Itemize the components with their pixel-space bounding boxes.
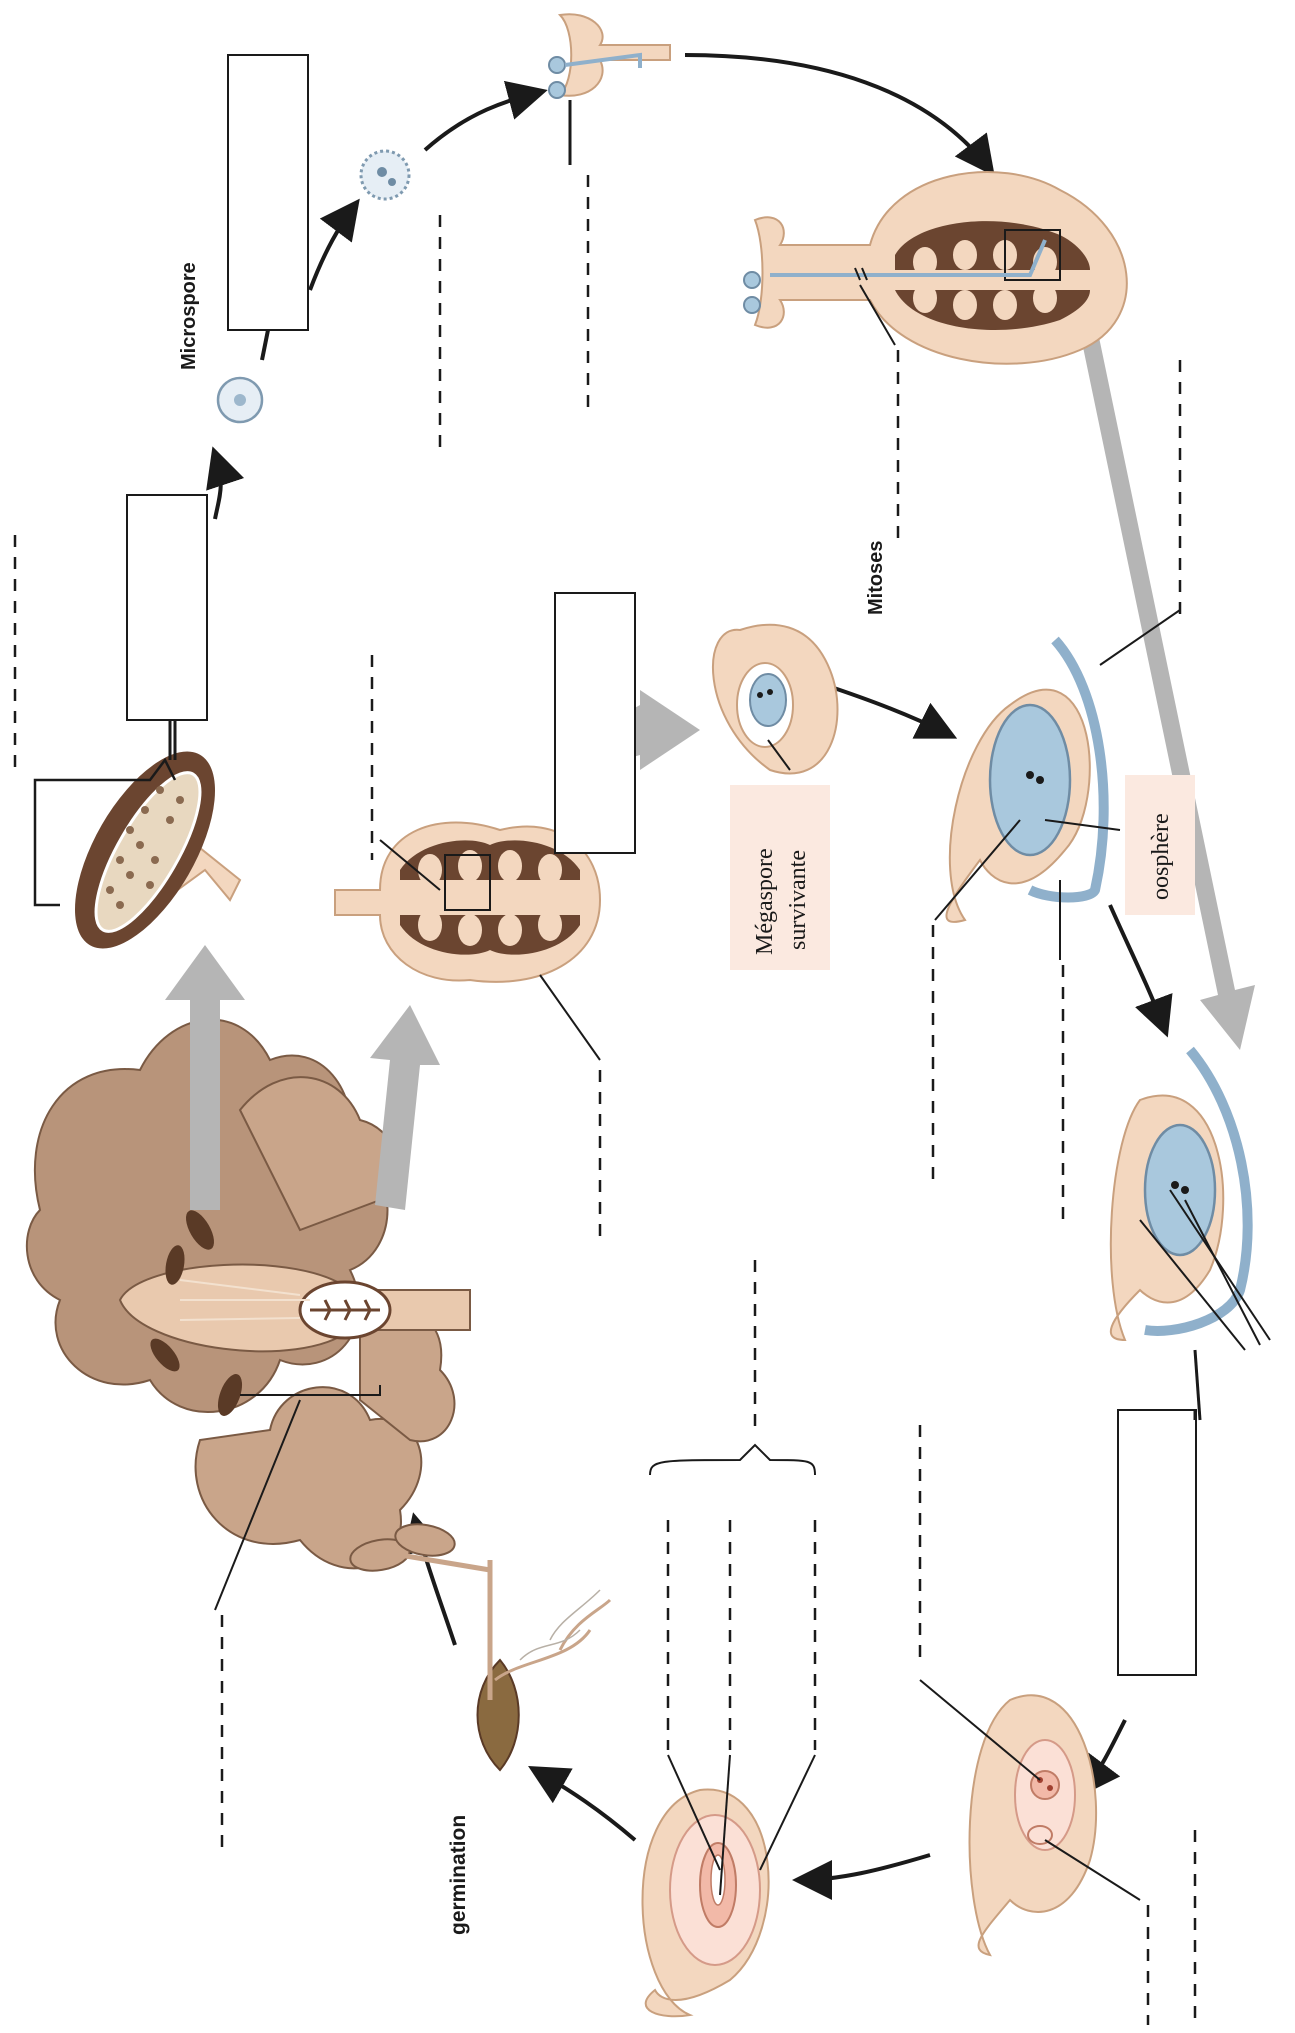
seedling [348,1520,610,1770]
pollen-tube-ovary [744,172,1127,364]
answer-box-3[interactable] [555,593,635,853]
label-megaspore-1: Mégaspore [752,848,778,955]
answer-box-4[interactable] [1118,1410,1196,1675]
arrow-to-microspore [215,454,221,519]
ovule-fertilization [1111,1050,1248,1340]
answer-box-2[interactable] [127,495,207,720]
grey-arrow-to-ovary [370,1005,440,1210]
ovule-zygote [970,1695,1097,1955]
label-mitoses: Mitoses [865,541,887,615]
pollen-on-stigma [549,14,670,165]
anther-cross-section [47,730,244,971]
label-germination: germination [447,1815,470,1935]
label-megaspore-2: survivante [785,850,811,950]
seed [643,1790,769,2017]
megaspore-label-bg [730,785,830,970]
grey-arrow-pollen-to-ovule [1068,270,1255,1050]
label-oosphere: oosphère [1148,813,1174,900]
answer-box-1[interactable] [228,55,308,330]
label-microspore: Microspore [178,262,200,370]
ovule-megaspore [713,625,838,774]
seed-brace [650,1445,815,1475]
